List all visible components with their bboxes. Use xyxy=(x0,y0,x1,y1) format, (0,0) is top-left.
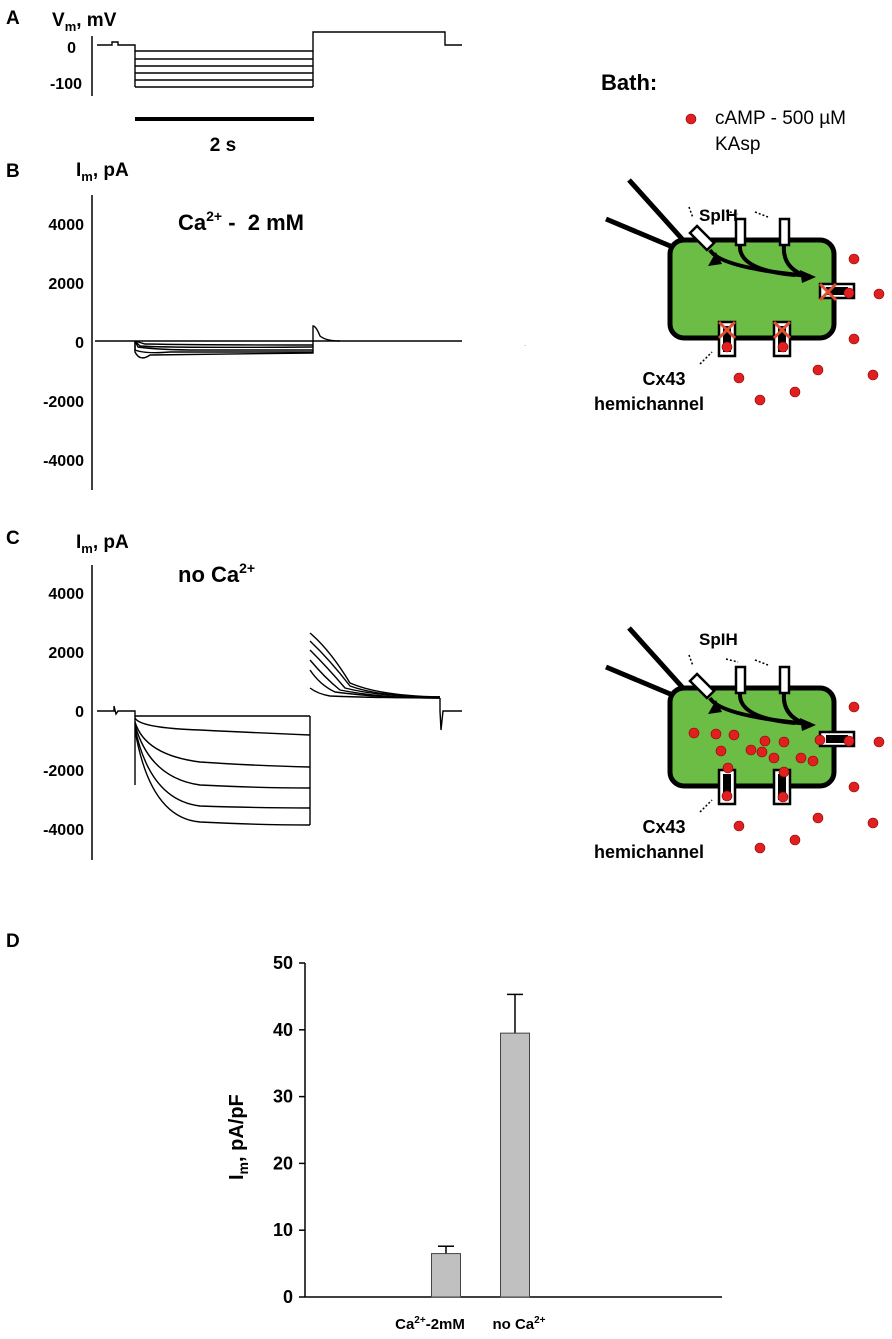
spih-pointer xyxy=(688,206,769,219)
panel-c: C Im, pA 4000 2000 0 -2000 -4000 no Ca2+ xyxy=(6,528,462,860)
blocked-x-icon xyxy=(772,320,792,340)
bar-chart-ylabel: Im, pA/pF xyxy=(226,1094,251,1180)
x-category-label: no Ca2+ xyxy=(492,1315,545,1333)
panel-b-tick: 2000 xyxy=(48,276,84,293)
spih-channel xyxy=(734,217,747,247)
panel-c-tick: 2000 xyxy=(48,645,84,662)
panel-c-tick: 0 xyxy=(75,704,84,721)
arrow-head-icon xyxy=(708,700,722,714)
time-scale-label: 2 s xyxy=(210,135,236,156)
cx43-pointer xyxy=(699,351,713,365)
bath-title: Bath: xyxy=(601,70,657,95)
panel-a: A Vm, mV 0 -100 2 s xyxy=(6,8,462,156)
patch-pipette-upper xyxy=(627,178,685,242)
panel-b-letter: B xyxy=(6,161,20,182)
y-tick-label: 20 xyxy=(273,1153,293,1173)
panel-b-tick: -2000 xyxy=(43,394,84,411)
voltage-protocol xyxy=(97,31,462,88)
stray-dot: . xyxy=(524,339,526,348)
arrow-head-icon xyxy=(800,718,816,731)
spih-channel xyxy=(688,672,716,700)
hemichannel-pore xyxy=(723,326,731,352)
cx43-label: Cx43 xyxy=(642,369,685,389)
current-traces-ca xyxy=(95,325,462,359)
cell-body xyxy=(667,237,837,341)
camp-marker-icon xyxy=(685,113,697,125)
spih-channel xyxy=(778,217,791,247)
side-hemichannel-pore xyxy=(826,287,848,295)
current-traces-no-ca xyxy=(97,632,462,826)
hemichannel-label: hemichannel xyxy=(594,394,704,414)
spih-channel xyxy=(778,665,791,695)
panel-b: B Im, pA 4000 2000 0 -2000 -4000 Ca2+ - … xyxy=(6,160,526,490)
panel-a-tick-minus100: -100 xyxy=(50,76,82,93)
blocked-x-icon xyxy=(717,320,737,340)
blocked-x-icon xyxy=(818,282,838,302)
y-tick-label: 40 xyxy=(273,1020,293,1040)
bar xyxy=(500,1032,530,1298)
cell-diagram-ca: SpIH Cx43 hemichannel xyxy=(594,178,885,414)
panel-b-condition: Ca2+ - 2 mM xyxy=(178,208,304,235)
camp-dots-inside-and-out xyxy=(688,701,885,854)
panel-b-tick: 0 xyxy=(75,335,84,352)
cx43-pointer xyxy=(699,799,713,813)
y-tick-label: 10 xyxy=(273,1220,293,1240)
hemichannel-pore xyxy=(723,774,731,800)
panel-a-ylabel: Vm, mV xyxy=(52,10,117,34)
spih-channel xyxy=(688,224,716,252)
patch-pipette-lower xyxy=(605,216,676,251)
y-tick-label: 0 xyxy=(283,1287,293,1307)
spih-label: SpIH xyxy=(699,206,738,225)
camp-dots-outside xyxy=(721,253,885,406)
spih-channel xyxy=(734,665,747,695)
bath-legend: Bath: cAMP - 500 µM KAsp xyxy=(601,70,846,155)
panel-c-tick: -2000 xyxy=(43,763,84,780)
bar xyxy=(431,1253,461,1298)
panel-a-letter: A xyxy=(6,8,20,29)
y-tick-label: 50 xyxy=(273,953,293,973)
hemichannel-pore xyxy=(778,774,786,800)
arrow-head-icon xyxy=(708,252,722,266)
spih-pointer xyxy=(688,654,769,667)
patch-pipette-upper xyxy=(627,626,685,690)
flow-arrow xyxy=(737,244,796,277)
arrow-head-icon xyxy=(800,270,816,283)
hemichannel-pore xyxy=(778,326,786,352)
y-tick-label: 30 xyxy=(273,1087,293,1107)
panel-c-letter: C xyxy=(6,528,20,549)
flow-arrow xyxy=(737,692,796,725)
x-category-label: Ca2+-2mM xyxy=(395,1315,465,1333)
panel-b-tick: 4000 xyxy=(48,217,84,234)
patch-pipette-lower xyxy=(605,664,676,699)
panel-c-condition: no Ca2+ xyxy=(178,560,255,587)
cell-diagram-no-ca: SpIH Cx43 hemichannel xyxy=(594,626,885,862)
panel-c-tick: 4000 xyxy=(48,586,84,603)
spih-label: SpIH xyxy=(699,630,738,649)
panel-c-ylabel: Im, pA xyxy=(76,532,129,556)
panel-d-letter: D xyxy=(6,931,20,952)
panel-c-tick: -4000 xyxy=(43,822,84,839)
panel-a-tick-0: 0 xyxy=(67,40,76,57)
hemichannel-label: hemichannel xyxy=(594,842,704,862)
panel-b-ylabel: Im, pA xyxy=(76,160,129,184)
side-hemichannel-pore xyxy=(826,735,848,743)
panel-b-tick: -4000 xyxy=(43,453,84,470)
cx43-label: Cx43 xyxy=(642,817,685,837)
legend-line-camp: cAMP - 500 µM xyxy=(715,108,846,129)
legend-line-kasp: KAsp xyxy=(715,134,760,155)
